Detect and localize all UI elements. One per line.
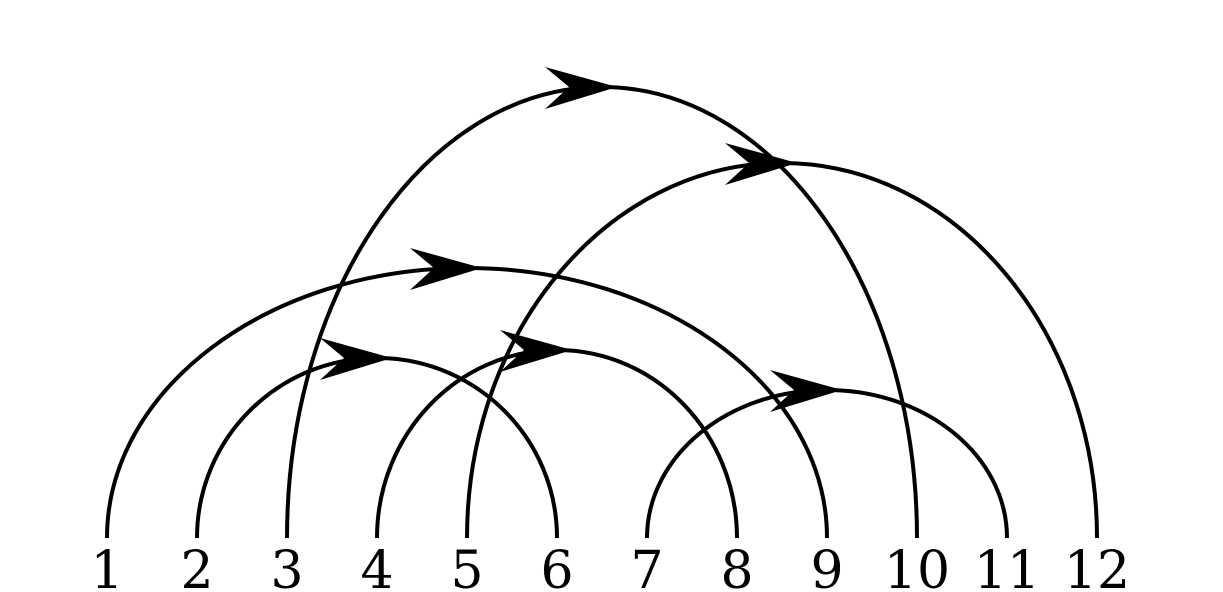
arcs-layer	[105, 67, 1099, 539]
node-label-12: 12	[1064, 541, 1130, 592]
node-label-2: 2	[180, 541, 213, 592]
node-label-11: 11	[974, 541, 1040, 592]
arrowhead-1-9	[410, 248, 482, 290]
node-label-8: 8	[720, 541, 753, 592]
arrowhead-5-12	[725, 143, 797, 185]
arrowhead-2-6	[320, 338, 392, 380]
arc-3-10	[285, 84, 919, 539]
node-label-4: 4	[360, 541, 393, 592]
node-label-3: 3	[270, 541, 303, 592]
arrowhead-3-10	[545, 67, 617, 109]
node-label-6: 6	[540, 541, 573, 592]
node-label-5: 5	[450, 541, 483, 592]
arrowhead-4-8	[500, 330, 572, 372]
arrowhead-7-11	[770, 370, 842, 412]
node-label-7: 7	[630, 541, 663, 592]
node-label-1: 1	[90, 541, 123, 592]
node-label-9: 9	[810, 541, 843, 592]
node-label-10: 10	[884, 541, 950, 592]
arc-4-8	[375, 347, 739, 539]
